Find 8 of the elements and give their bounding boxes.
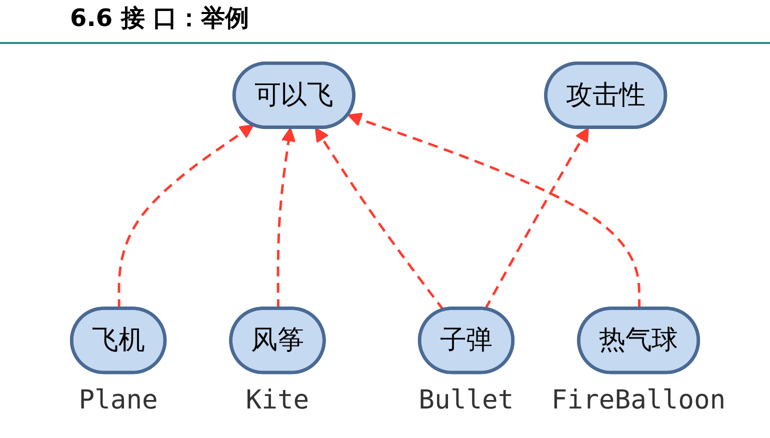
class-name: Kite xyxy=(246,386,310,416)
class-name: Bullet xyxy=(418,386,514,416)
arrow xyxy=(118,124,254,310)
arrow xyxy=(348,112,641,310)
slide-title: 6.6 接 口：举例 xyxy=(70,3,250,34)
class-name: FireBalloon xyxy=(551,386,726,416)
arrow xyxy=(484,128,589,310)
class-name: Plane xyxy=(78,386,158,416)
